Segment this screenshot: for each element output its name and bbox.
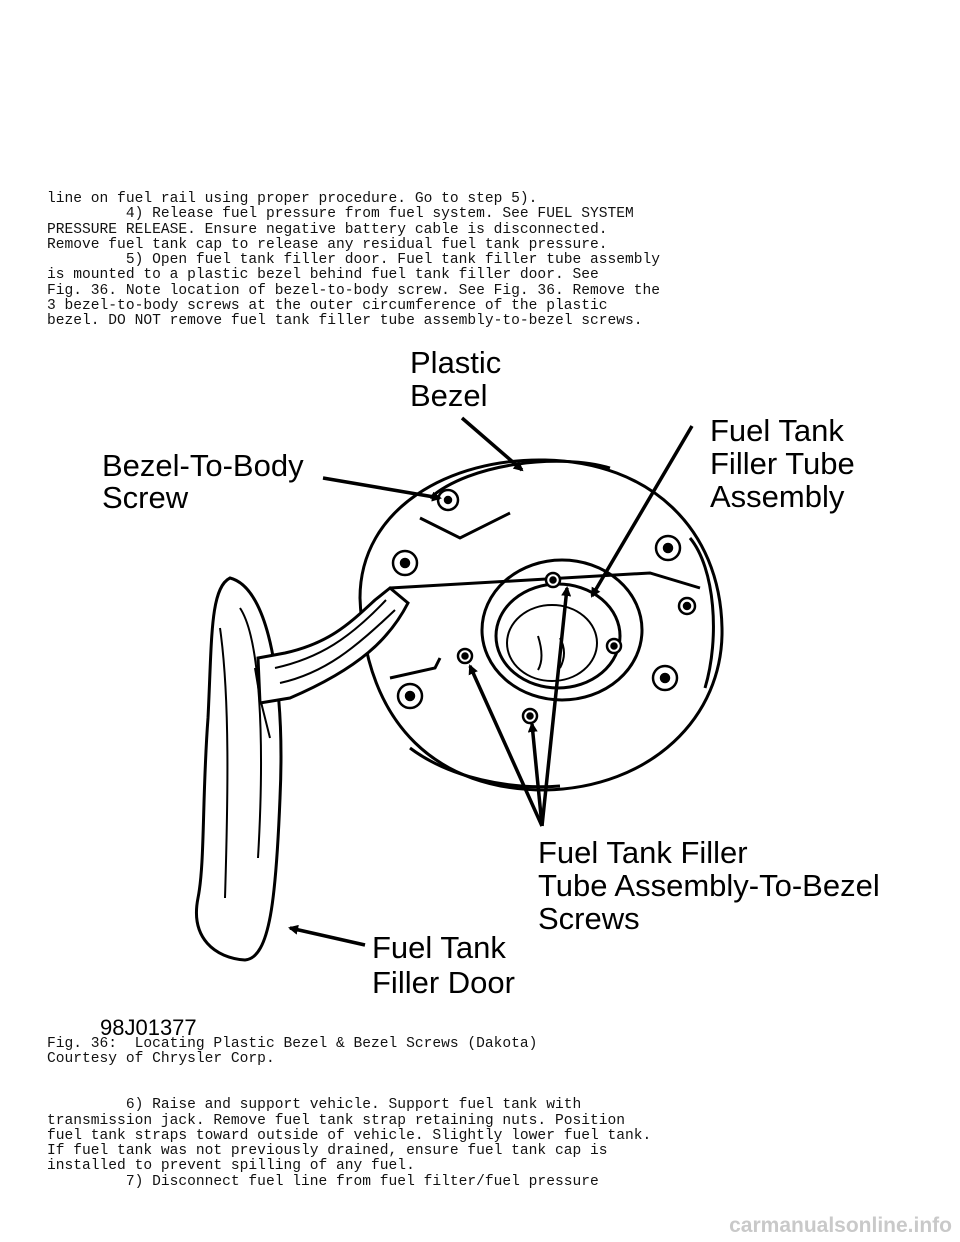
- text-line: If fuel tank was not previously drained,…: [47, 1143, 608, 1160]
- text-line: installed to prevent spilling of any fue…: [47, 1158, 415, 1175]
- text-line: Remove fuel tank cap to release any resi…: [47, 236, 608, 253]
- bezel-drawing: [358, 458, 724, 792]
- text-line: transmission jack. Remove fuel tank stra…: [47, 1112, 626, 1129]
- filler-door-drawing: [195, 576, 410, 962]
- watermark: carmanualsonline.info: [729, 1214, 952, 1237]
- label-plastic-bezel-2: Bezel: [410, 378, 488, 413]
- label-bezel-to-body-2: Screw: [102, 480, 189, 515]
- svg-text:Plastic: Plastic: [410, 345, 501, 380]
- label-filler-door-1: Fuel Tank: [372, 930, 506, 965]
- text-line: 7) Disconnect fuel line from fuel filter…: [47, 1173, 599, 1190]
- text-line: 5) Open fuel tank filler door. Fuel tank…: [47, 252, 661, 269]
- svg-text:Tube Assembly-To-Bezel: Tube Assembly-To-Bezel: [538, 868, 880, 903]
- svg-text:Filler Tube: Filler Tube: [710, 446, 855, 481]
- svg-text:Screws: Screws: [538, 901, 640, 936]
- caption-line: Fig. 36: Locating Plastic Bezel & Bezel …: [47, 1036, 538, 1052]
- text-line: 3 bezel-to-body screws at the outer circ…: [47, 298, 608, 315]
- body-text-bottom: 6) Raise and support vehicle. Support fu…: [47, 1083, 651, 1190]
- svg-text:Fuel Tank Filler: Fuel Tank Filler: [538, 835, 748, 870]
- leader-arrows: [288, 416, 694, 947]
- text-line: bezel. DO NOT remove fuel tank filler tu…: [47, 313, 643, 330]
- figure-id: 98J01377: [100, 1015, 197, 1038]
- body-text-top: line on fuel rail using proper procedure…: [47, 191, 661, 330]
- screws: [391, 488, 697, 725]
- svg-text:Filler Door: Filler Door: [372, 965, 515, 1000]
- label-tube-screws-2: Tube Assembly-To-Bezel: [538, 868, 880, 903]
- svg-text:Screw: Screw: [102, 480, 189, 515]
- svg-text:Bezel-To-Body: Bezel-To-Body: [102, 448, 304, 483]
- fuel-filler-figure: Plastic Bezel Bezel-To-Body Screw Fuel T…: [100, 345, 880, 1038]
- figure-caption: Fig. 36: Locating Plastic Bezel & Bezel …: [47, 1036, 538, 1068]
- svg-text:98J01377: 98J01377: [100, 1015, 197, 1038]
- text-line: PRESSURE RELEASE. Ensure negative batter…: [47, 221, 608, 238]
- caption-line: Courtesy of Chrysler Corp.: [47, 1051, 275, 1068]
- text-line: is mounted to a plastic bezel behind fue…: [47, 267, 599, 284]
- label-filler-tube-3: Assembly: [710, 479, 845, 514]
- label-filler-door-2: Filler Door: [372, 965, 515, 1000]
- text-line: 6) Raise and support vehicle. Support fu…: [47, 1097, 582, 1114]
- svg-text:Fuel Tank: Fuel Tank: [710, 413, 844, 448]
- label-bezel-to-body-1: Bezel-To-Body: [102, 448, 304, 483]
- svg-text:Bezel: Bezel: [410, 378, 488, 413]
- label-tube-screws-1: Fuel Tank Filler: [538, 835, 748, 870]
- text-line: line on fuel rail using proper procedure…: [47, 191, 538, 207]
- label-plastic-bezel-1: Plastic: [410, 345, 501, 380]
- text-line: 4) Release fuel pressure from fuel syste…: [47, 206, 634, 223]
- label-tube-screws-3: Screws: [538, 901, 640, 936]
- label-filler-tube-1: Fuel Tank: [710, 413, 844, 448]
- svg-text:Assembly: Assembly: [710, 479, 845, 514]
- text-line: Fig. 36. Note location of bezel-to-body …: [47, 282, 661, 299]
- text-line: fuel tank straps toward outside of vehic…: [47, 1127, 652, 1144]
- svg-text:Fuel Tank: Fuel Tank: [372, 930, 506, 965]
- label-filler-tube-2: Filler Tube: [710, 446, 855, 481]
- callout-labels: Plastic Bezel Bezel-To-Body Screw Fuel T…: [100, 345, 880, 1038]
